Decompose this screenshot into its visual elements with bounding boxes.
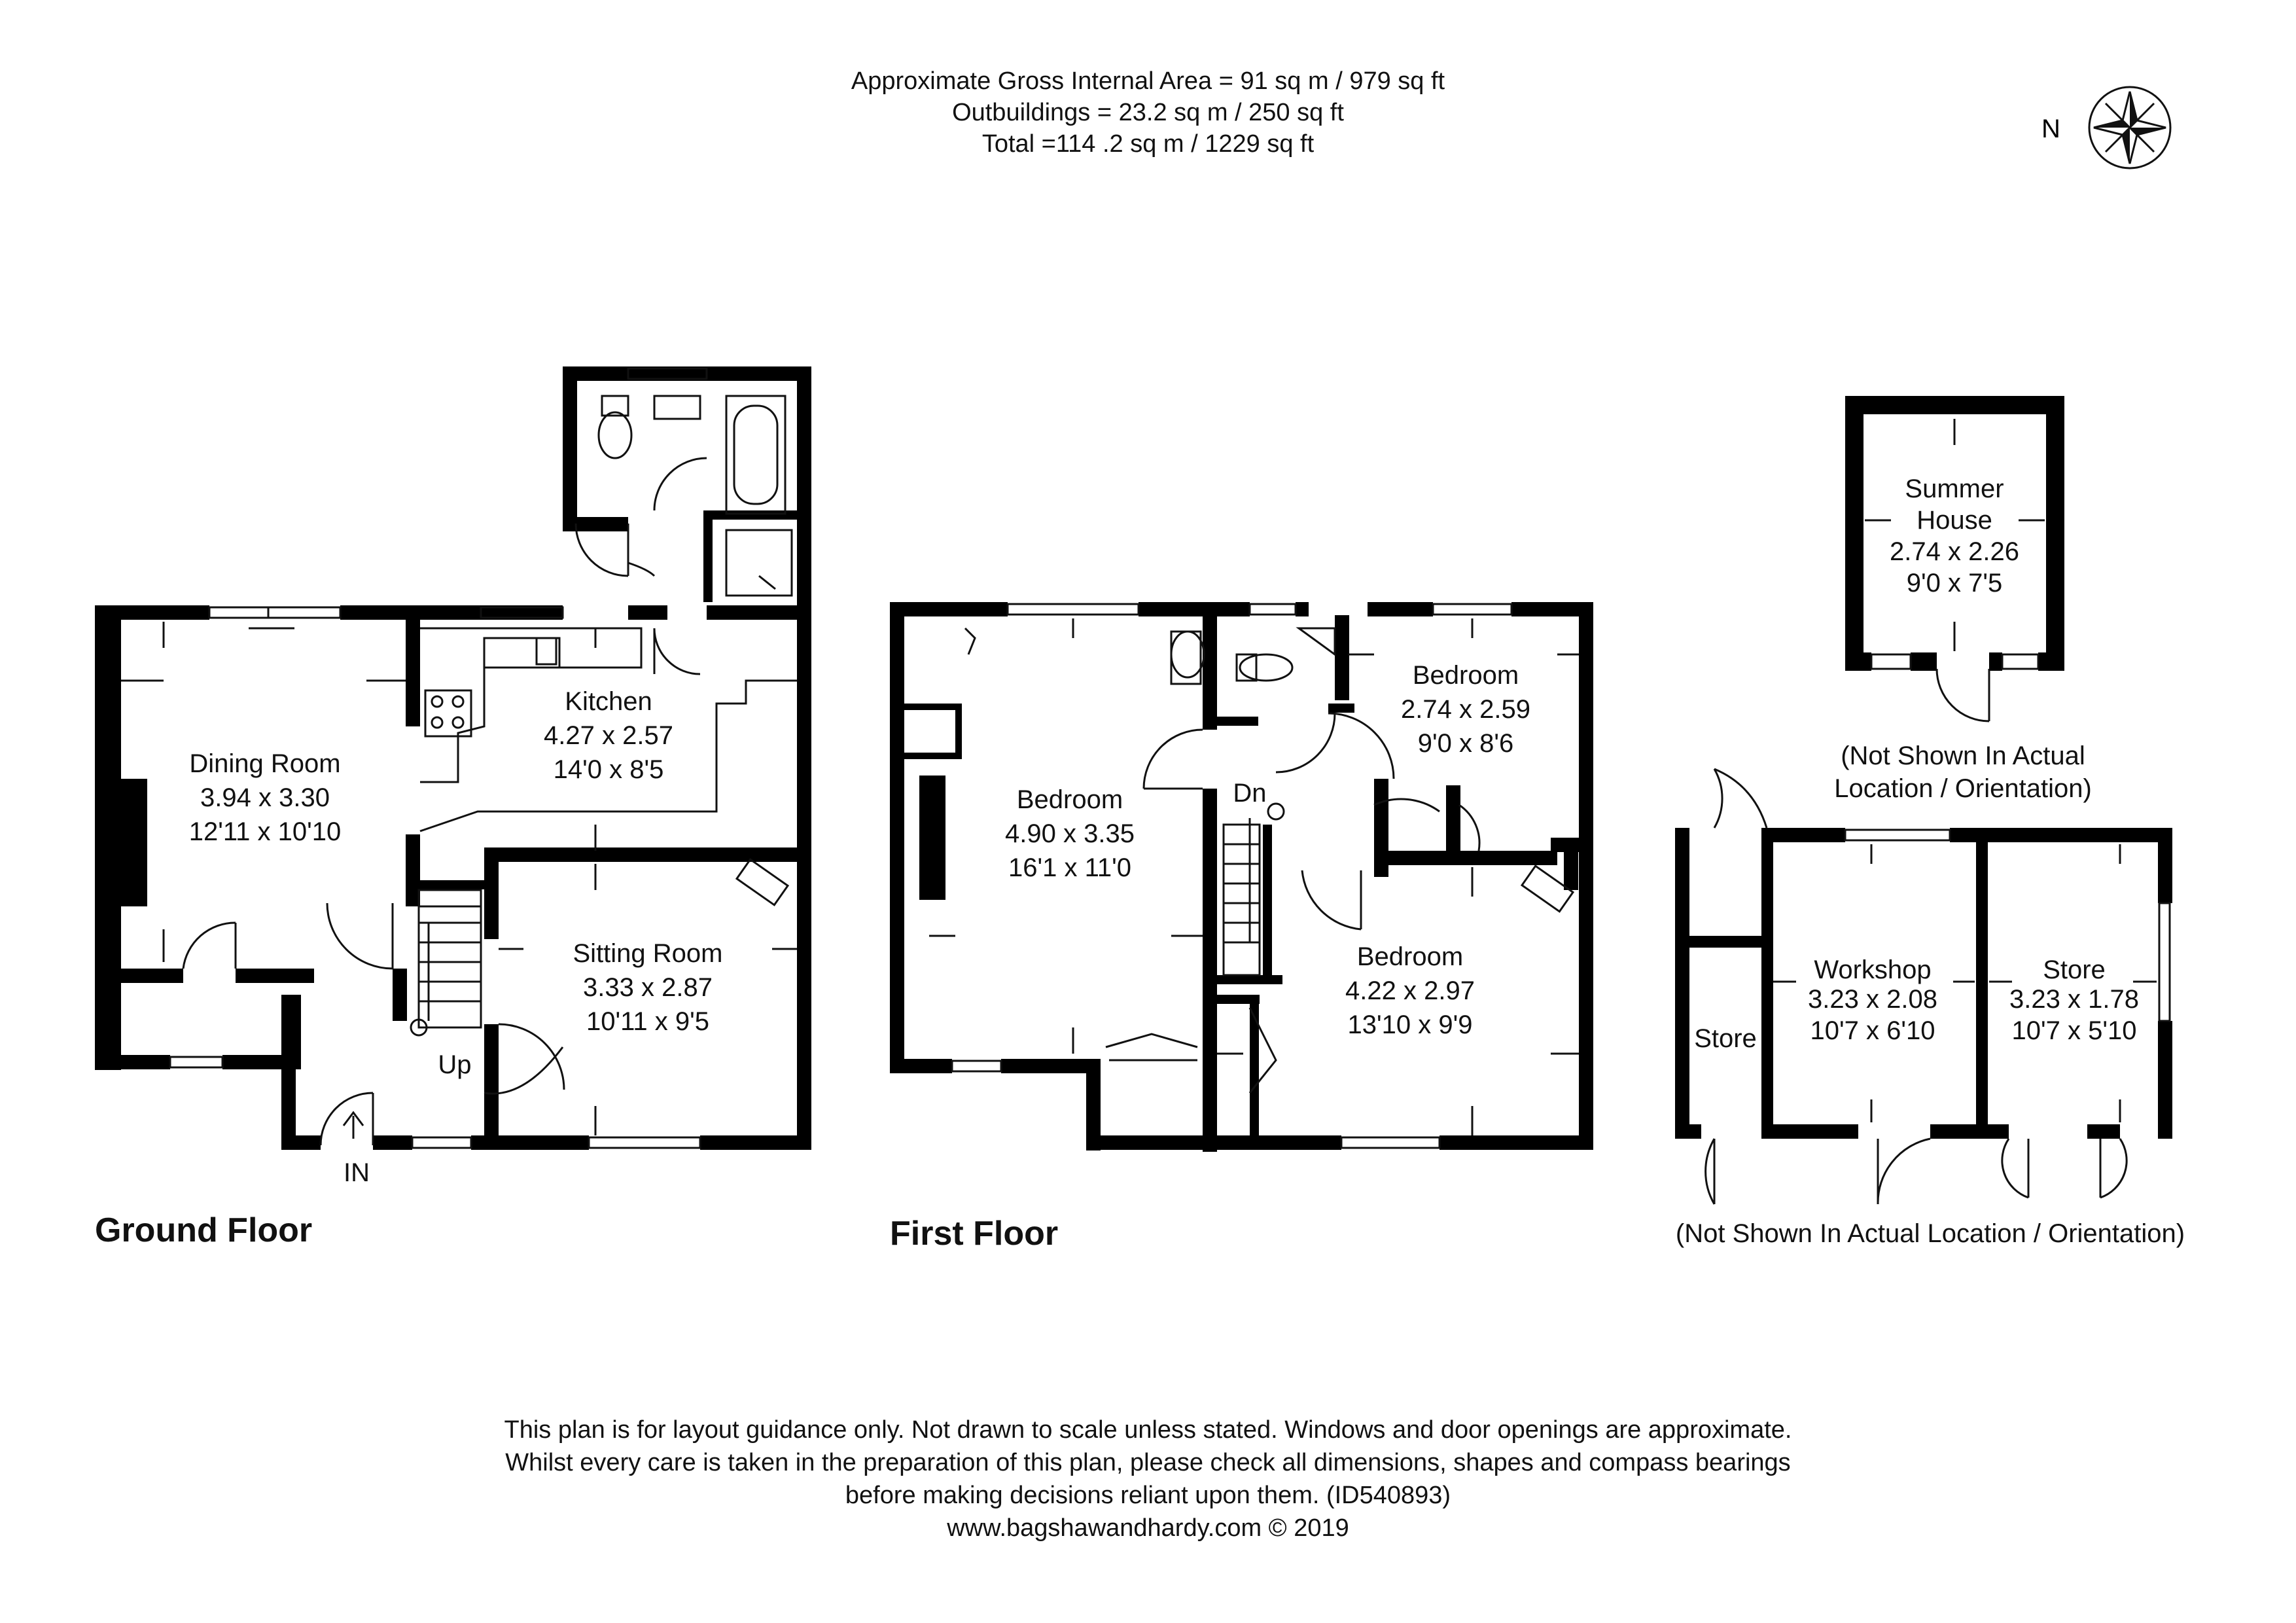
store-left-name: Store bbox=[1694, 1024, 1757, 1053]
sitting-room-imperial: 10'11 x 9'5 bbox=[586, 1007, 709, 1036]
website-copyright: www.bagshawandhardy.com © 2019 bbox=[947, 1514, 1349, 1542]
store-right-name: Store bbox=[2043, 955, 2106, 984]
middle-bedroom-name: Bedroom bbox=[1357, 942, 1463, 971]
outbuildings-area-text: Outbuildings = 23.2 sq m / 250 sq ft bbox=[952, 99, 1344, 126]
gross-area-text: Approximate Gross Internal Area = 91 sq … bbox=[851, 67, 1445, 95]
stairs-up-label: Up bbox=[438, 1050, 471, 1079]
plan-details bbox=[121, 367, 2171, 1205]
entrance-label: IN bbox=[344, 1158, 370, 1187]
workshop-metric: 3.23 x 2.08 bbox=[1808, 985, 1937, 1014]
summer-house-imperial: 9'0 x 7'5 bbox=[1907, 569, 2002, 597]
stairs-down-label: Dn bbox=[1233, 779, 1266, 808]
summer-house-name-2: House bbox=[1916, 506, 1992, 535]
compass-north-label: N bbox=[2041, 115, 2060, 143]
outbuilding-walls bbox=[1675, 396, 2172, 1139]
area-summary: Approximate Gross Internal Area = 91 sq … bbox=[0, 65, 2296, 160]
dining-room-metric: 3.94 x 3.30 bbox=[200, 783, 330, 812]
store-right-imperial: 10'7 x 5'10 bbox=[2012, 1016, 2137, 1045]
compass-icon: N bbox=[2041, 86, 2172, 169]
workshop-name: Workshop bbox=[1814, 955, 1931, 984]
disclaimer-line-1: This plan is for layout guidance only. N… bbox=[504, 1416, 1792, 1444]
ground-floor-labels: Dining Room 3.94 x 3.30 12'11 x 10'10 Ki… bbox=[189, 687, 723, 1187]
main-bedroom-imperial: 16'1 x 11'0 bbox=[1008, 853, 1131, 882]
disclaimer: This plan is for layout guidance only. N… bbox=[0, 1414, 2296, 1544]
sitting-room-metric: 3.33 x 2.87 bbox=[583, 973, 713, 1002]
ground-floor-title: Ground Floor bbox=[95, 1211, 313, 1249]
first-floor-labels: Bedroom 4.90 x 3.35 16'1 x 11'0 Bedroom … bbox=[1005, 661, 1530, 1039]
small-bedroom-imperial: 9'0 x 8'6 bbox=[1418, 729, 1513, 758]
disclaimer-line-2: Whilst every care is taken in the prepar… bbox=[505, 1449, 1791, 1476]
workshop-imperial: 10'7 x 6'10 bbox=[1810, 1016, 1935, 1045]
kitchen-metric: 4.27 x 2.57 bbox=[544, 721, 673, 750]
summer-note-1: (Not Shown In Actual bbox=[1841, 741, 2085, 770]
dining-room-name: Dining Room bbox=[189, 749, 340, 778]
disclaimer-line-3: before making decisions reliant upon the… bbox=[845, 1482, 1451, 1509]
first-floor-title: First Floor bbox=[890, 1215, 1059, 1253]
store-right-metric: 3.23 x 1.78 bbox=[2009, 985, 2139, 1014]
summer-house-name-1: Summer bbox=[1905, 474, 2004, 503]
summer-note-2: Location / Orientation) bbox=[1834, 774, 2092, 803]
middle-bedroom-imperial: 13'10 x 9'9 bbox=[1348, 1010, 1473, 1039]
total-area-text: Total =114 .2 sq m / 1229 sq ft bbox=[981, 130, 1315, 158]
main-bedroom-metric: 4.90 x 3.35 bbox=[1005, 819, 1135, 848]
small-bedroom-metric: 2.74 x 2.59 bbox=[1401, 695, 1530, 724]
main-bedroom-name: Bedroom bbox=[1017, 785, 1123, 814]
dining-room-imperial: 12'11 x 10'10 bbox=[189, 817, 342, 846]
middle-bedroom-metric: 4.22 x 2.97 bbox=[1345, 976, 1475, 1005]
kitchen-name: Kitchen bbox=[565, 687, 652, 716]
sitting-room-name: Sitting Room bbox=[573, 939, 723, 968]
outbuilding-labels: Summer House 2.74 x 2.26 9'0 x 7'5 (Not … bbox=[1676, 474, 2185, 1248]
walls bbox=[95, 366, 1593, 1152]
small-bedroom-name: Bedroom bbox=[1413, 661, 1519, 690]
summer-house-metric: 2.74 x 2.26 bbox=[1890, 537, 2019, 566]
outbuilding-block-note: (Not Shown In Actual Location / Orientat… bbox=[1676, 1219, 2185, 1248]
kitchen-imperial: 14'0 x 8'5 bbox=[554, 755, 664, 784]
